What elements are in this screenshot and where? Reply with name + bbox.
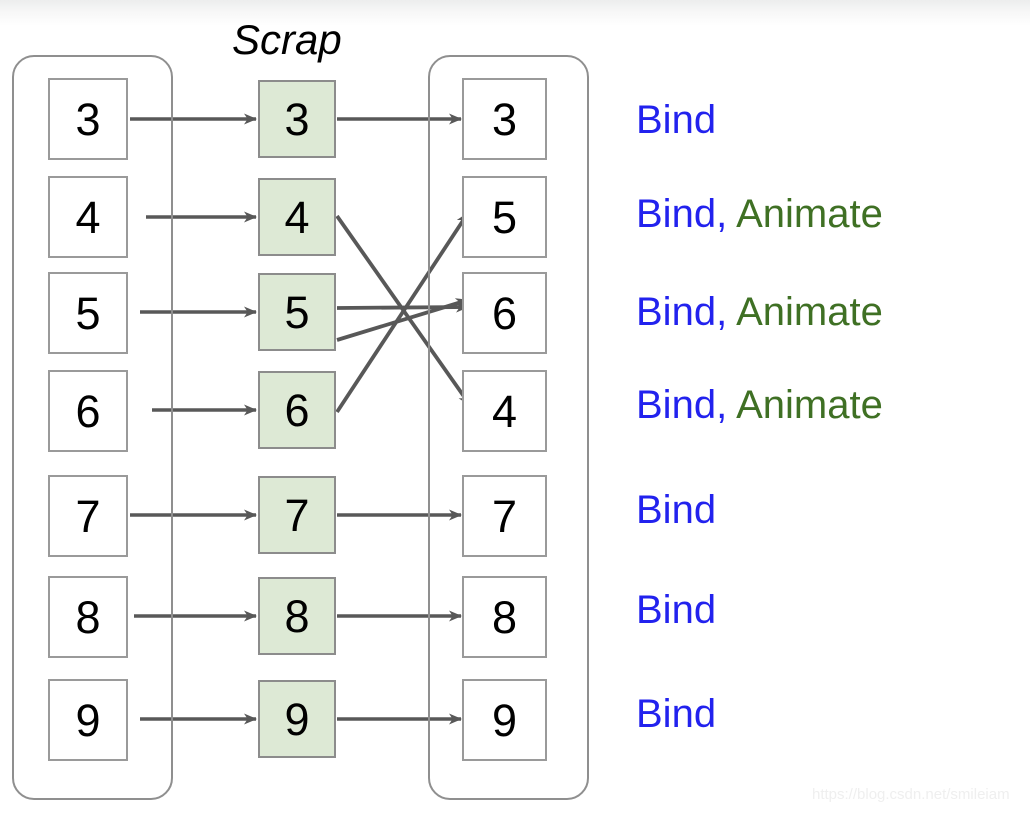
right-cell-0: 3 <box>462 78 547 160</box>
scrap-cell-2: 5 <box>258 273 336 351</box>
scrap-cell-3: 6 <box>258 371 336 449</box>
right-cell-1: 5 <box>462 176 547 258</box>
left-cell-0: 3 <box>48 78 128 160</box>
scrap-cell-1: 4 <box>258 178 336 256</box>
op-bind-3: Bind <box>636 383 717 427</box>
op-label-4: Bind <box>636 490 716 530</box>
right-cell-3: 4 <box>462 370 547 452</box>
scrap-cell-5: 8 <box>258 577 336 655</box>
arrows-scrap-to-right-straight <box>337 113 462 725</box>
left-panel <box>12 55 173 800</box>
op-label-0: Bind <box>636 100 716 140</box>
left-cell-3: 6 <box>48 370 128 452</box>
scrap-title: Scrap <box>232 16 342 63</box>
op-animate-2: Animate <box>736 290 883 334</box>
left-cell-4: 7 <box>48 475 128 557</box>
left-cell-6: 9 <box>48 679 128 761</box>
op-bind-2: Bind <box>636 290 717 334</box>
op-bind-6: Bind <box>636 692 717 736</box>
scrap-cell-0: 3 <box>258 80 336 158</box>
left-cell-1: 4 <box>48 176 128 258</box>
arrows-left-to-scrap <box>130 113 257 725</box>
op-bind-0: Bind <box>636 98 717 142</box>
op-label-3: Bind, Animate <box>636 385 883 425</box>
op-label-5: Bind <box>636 590 716 630</box>
arrow-scrap5-to-right6-line <box>336 298 469 342</box>
op-label-1: Bind, Animate <box>636 194 883 234</box>
op-sep-1: , <box>716 192 737 236</box>
right-panel <box>428 55 589 800</box>
right-cell-6: 9 <box>462 679 547 761</box>
op-label-2: Bind, Animate <box>636 292 883 332</box>
op-sep-3: , <box>716 383 737 427</box>
op-animate-3: Animate <box>736 383 883 427</box>
scrap-cell-6: 9 <box>258 680 336 758</box>
left-cell-2: 5 <box>48 272 128 354</box>
op-bind-5: Bind <box>636 588 717 632</box>
scrap-cell-4: 7 <box>258 476 336 554</box>
left-cell-5: 8 <box>48 576 128 658</box>
op-animate-1: Animate <box>736 192 883 236</box>
arrow-scrap6-to-right5 <box>335 211 470 414</box>
watermark: https://blog.csdn.net/smileiam <box>812 786 1010 803</box>
op-label-6: Bind <box>636 694 716 734</box>
right-cell-4: 7 <box>462 475 547 557</box>
op-bind-4: Bind <box>636 488 717 532</box>
right-cell-5: 8 <box>462 576 547 658</box>
right-cell-2: 6 <box>462 272 547 354</box>
op-bind-1: Bind <box>636 192 717 236</box>
op-sep-2: , <box>716 290 737 334</box>
